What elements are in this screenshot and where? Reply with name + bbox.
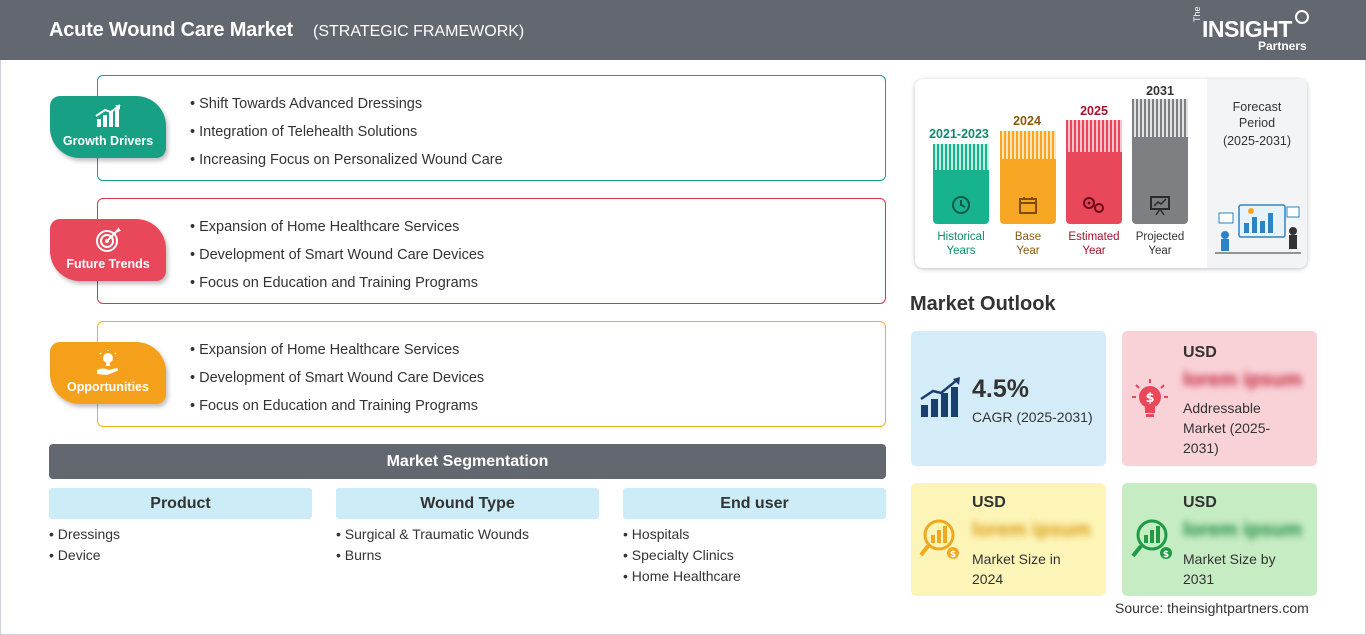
calendar-icon bbox=[1000, 194, 1056, 216]
svg-text:$: $ bbox=[1163, 550, 1169, 560]
market-outlook-title: Market Outlook bbox=[910, 293, 1056, 315]
segment-product: Product Dressings Device bbox=[49, 488, 312, 566]
segment-header: End user bbox=[623, 488, 886, 519]
market-size-2031-card: $ USD lorem ipsum Market Size by 2031 bbox=[1122, 483, 1317, 596]
list-item: Development of Smart Wound Care Devices bbox=[190, 241, 484, 269]
market-size-2031-currency: USD bbox=[1183, 494, 1217, 511]
page-subtitle: (STRATEGIC FRAMEWORK) bbox=[313, 23, 525, 40]
header-bar: Acute Wound Care Market (STRATEGIC FRAME… bbox=[0, 0, 1366, 60]
cagr-label: CAGR (2025-2031) bbox=[972, 409, 1093, 425]
growth-chart-icon bbox=[50, 104, 166, 128]
segment-wound-type: Wound Type Surgical & Traumatic Wounds B… bbox=[336, 488, 599, 566]
growth-drivers-badge: Growth Drivers bbox=[50, 96, 166, 158]
svg-text:$: $ bbox=[950, 550, 956, 560]
logo-partners-text: Partners bbox=[1258, 39, 1307, 53]
list-item: Burns bbox=[336, 545, 599, 566]
market-size-2031-label: Market Size by 2031 bbox=[1183, 551, 1276, 587]
opportunities-list: Expansion of Home Healthcare Services De… bbox=[190, 336, 484, 420]
logo-insight-text: INSIGHT bbox=[1202, 16, 1292, 42]
future-trends-list: Expansion of Home Healthcare Services De… bbox=[190, 213, 484, 297]
list-item: Hospitals bbox=[623, 524, 886, 545]
list-item: Home Healthcare bbox=[623, 566, 886, 587]
year-label-historical: 2021-2023 bbox=[929, 127, 989, 141]
list-item: Focus on Education and Training Programs bbox=[190, 269, 484, 297]
cagr-card: 4.5% CAGR (2025-2031) bbox=[911, 331, 1106, 466]
lightbulb-hand-icon bbox=[50, 350, 166, 375]
segment-header: Product bbox=[49, 488, 312, 519]
addressable-value: lorem ipsum bbox=[1183, 369, 1302, 391]
addressable-market-card: $ USD lorem ipsum Addressable Market (20… bbox=[1122, 331, 1317, 466]
market-size-2024-value: lorem ipsum bbox=[972, 519, 1091, 541]
timeline-bar-estimated bbox=[1066, 120, 1122, 224]
timeline-bar-base bbox=[1000, 131, 1056, 224]
page-title: Acute Wound Care Market bbox=[49, 19, 293, 41]
list-item: Focus on Education and Training Programs bbox=[190, 392, 484, 420]
growth-drivers-box: Shift Towards Advanced Dressings Integra… bbox=[97, 75, 886, 181]
logo-swirl-icon bbox=[1295, 10, 1309, 24]
list-item: Integration of Telehealth Solutions bbox=[190, 118, 503, 146]
forecast-period-label: Forecast Period (2025-2031) bbox=[1222, 100, 1292, 148]
market-segmentation-bar: Market Segmentation bbox=[49, 444, 886, 479]
opportunities-label: Opportunities bbox=[67, 380, 149, 394]
opportunities-box: Expansion of Home Healthcare Services De… bbox=[97, 321, 886, 427]
market-size-2024-card: $ USD lorem ipsum Market Size in 2024 bbox=[911, 483, 1106, 596]
timeline-bar-projected bbox=[1132, 99, 1188, 224]
svg-text:$: $ bbox=[1145, 391, 1154, 406]
list-item: Expansion of Home Healthcare Services bbox=[190, 336, 484, 364]
list-item: Development of Smart Wound Care Devices bbox=[190, 364, 484, 392]
cagr-value: 4.5% bbox=[972, 375, 1029, 403]
segment-end-user: End user Hospitals Specialty Clinics Hom… bbox=[623, 488, 886, 587]
insight-partners-logo[interactable]: The INSIGHT Partners bbox=[1192, 6, 1312, 54]
addressable-label: Addressable Market (2025- 2031) bbox=[1183, 400, 1271, 456]
presentation-board-icon bbox=[1132, 194, 1188, 216]
year-label-estimated: 2025 bbox=[1080, 104, 1108, 118]
list-item: Increasing Focus on Personalized Wound C… bbox=[190, 146, 503, 174]
list-item: Expansion of Home Healthcare Services bbox=[190, 213, 484, 241]
analytics-illustration-icon bbox=[1211, 197, 1303, 262]
list-item: Surgical & Traumatic Wounds bbox=[336, 524, 599, 545]
list-item: Dressings bbox=[49, 524, 312, 545]
magnifier-chart-icon: $ bbox=[1130, 517, 1174, 566]
logo-the-text: The bbox=[1192, 6, 1202, 22]
opportunities-badge: Opportunities bbox=[50, 342, 166, 404]
year-label-projected: 2031 bbox=[1146, 84, 1174, 98]
list-item: Specialty Clinics bbox=[623, 545, 886, 566]
growth-drivers-label: Growth Drivers bbox=[62, 134, 154, 148]
history-clock-icon bbox=[933, 194, 989, 216]
source-credit[interactable]: Source: theinsightpartners.com bbox=[1115, 600, 1309, 616]
target-icon bbox=[50, 227, 166, 252]
dollar-bulb-icon: $ bbox=[1130, 377, 1170, 428]
future-trends-box: Expansion of Home Healthcare Services De… bbox=[97, 198, 886, 304]
future-trends-badge: Future Trends bbox=[50, 219, 166, 281]
bar-growth-icon bbox=[919, 377, 963, 424]
list-item: Device bbox=[49, 545, 312, 566]
market-size-2031-value: lorem ipsum bbox=[1183, 519, 1302, 541]
gears-icon bbox=[1066, 194, 1122, 216]
timeline-bar-historical bbox=[933, 144, 989, 224]
market-size-2024-label: Market Size in 2024 bbox=[972, 551, 1061, 587]
market-size-2024-currency: USD bbox=[972, 494, 1006, 511]
future-trends-label: Future Trends bbox=[66, 257, 150, 271]
year-label-base: 2024 bbox=[1013, 114, 1041, 128]
list-item: Shift Towards Advanced Dressings bbox=[190, 90, 503, 118]
growth-drivers-list: Shift Towards Advanced Dressings Integra… bbox=[190, 90, 503, 174]
magnifier-chart-icon: $ bbox=[919, 517, 963, 566]
addressable-currency: USD bbox=[1183, 344, 1217, 361]
segment-header: Wound Type bbox=[336, 488, 599, 519]
